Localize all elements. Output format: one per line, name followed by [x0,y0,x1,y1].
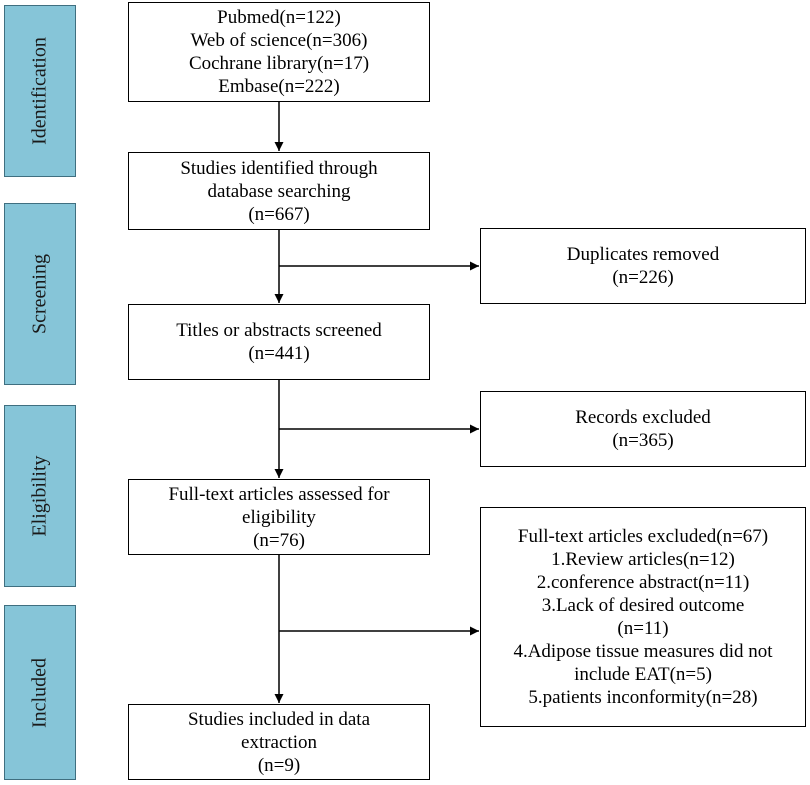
box-identified-line: Studies identified through [180,157,378,179]
box-records-excluded: Records excluded (n=365) [480,391,806,467]
box-databases-line: Pubmed(n=122) [217,7,341,28]
box-included-line: extraction [241,731,317,753]
box-identified: Studies identified through database sear… [128,152,430,230]
box-included-line: Studies included in data [187,708,371,730]
box-screened: Titles or abstracts screened (n=441) [128,304,430,380]
box-included: Studies included in data extraction (n=9… [128,704,430,780]
box-databases-line: Cochrane library(n=17) [188,53,370,74]
box-fulltext-assessed: Full-text articles assessed for eligibil… [128,479,430,555]
box-fulltext-assessed-line: Full-text articles assessed for [168,483,390,505]
box-duplicates: Duplicates removed (n=226) [480,228,806,304]
box-databases: Pubmed(n=122) Web of science(n=306) Coch… [128,2,430,102]
stage-eligibility: Eligibility [4,405,76,587]
box-records-excluded-line: Records excluded [575,407,711,428]
box-fulltext-excluded: Full-text articles excluded(n=67) 1.Revi… [480,507,806,727]
box-duplicates-line: Duplicates removed [566,244,720,265]
box-fulltext-excluded-line: include EAT(n=5) [574,664,712,685]
box-fulltext-excluded-line: (n=11) [617,618,669,639]
box-fulltext-assessed-line: eligibility [242,506,316,528]
box-screened-line: (n=441) [248,343,310,364]
box-identified-line: (n=667) [248,203,310,225]
box-fulltext-excluded-line: 1.Review articles(n=12) [551,549,735,570]
stage-identification: Identification [4,5,76,177]
box-fulltext-excluded-line: 2.conference abstract(n=11) [536,572,750,593]
box-databases-line: Embase(n=222) [218,76,340,97]
box-included-line: (n=9) [257,754,301,776]
stage-screening: Screening [4,203,76,385]
box-fulltext-assessed-line: (n=76) [253,529,305,551]
box-fulltext-excluded-line: 5.patients inconformity(n=28) [528,687,758,708]
box-duplicates-line: (n=226) [612,267,674,288]
box-databases-line: Web of science(n=306) [190,30,368,51]
box-records-excluded-line: (n=365) [612,430,674,451]
box-fulltext-excluded-line: 3.Lack of desired outcome [541,595,745,616]
box-identified-line: database searching [207,180,351,202]
box-fulltext-excluded-line: 4.Adipose tissue measures did not [513,641,773,662]
box-screened-line: Titles or abstracts screened [176,320,382,341]
box-fulltext-excluded-line: Full-text articles excluded(n=67) [517,526,769,547]
stage-included: Included [4,605,76,780]
